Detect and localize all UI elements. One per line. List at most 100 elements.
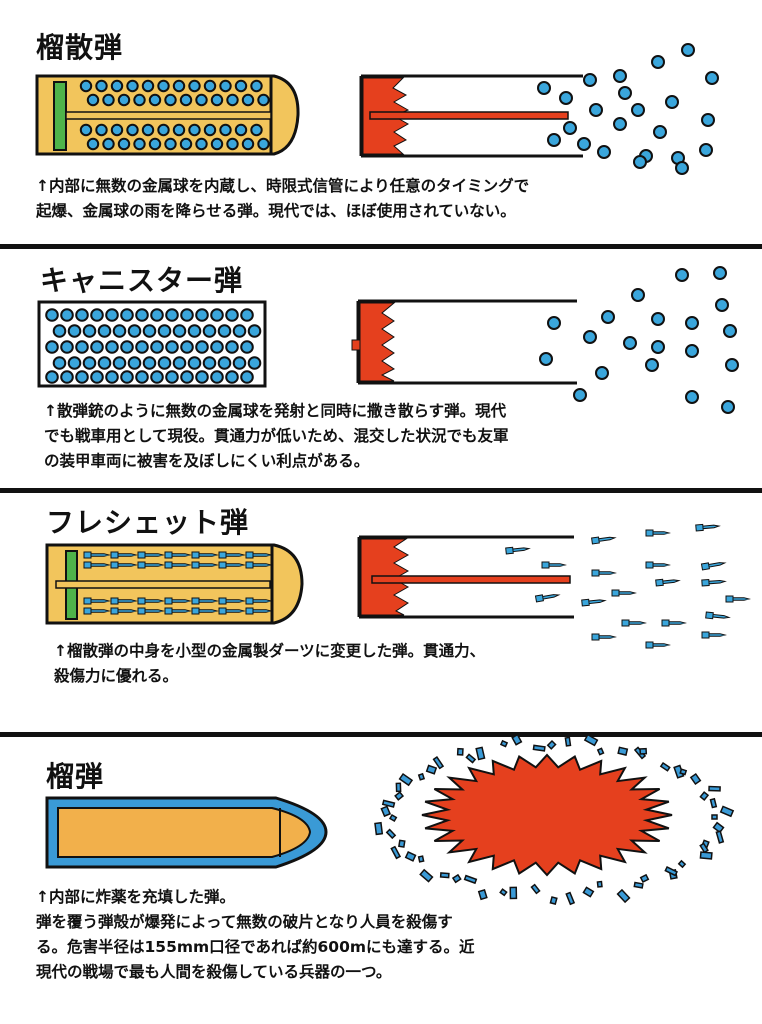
metal-ball	[595, 366, 609, 380]
metal-ball	[225, 370, 239, 384]
metal-ball	[95, 123, 108, 137]
metal-ball	[210, 93, 224, 107]
metal-ball	[217, 356, 232, 370]
metal-ball	[723, 324, 737, 338]
he-explosion-diagram	[374, 733, 735, 906]
metal-ball	[715, 298, 729, 312]
metal-ball	[180, 308, 194, 322]
metal-ball	[583, 73, 597, 87]
metal-ball	[142, 356, 157, 370]
he-shell-diagram	[45, 796, 328, 869]
metal-ball	[631, 103, 645, 117]
metal-ball	[226, 137, 239, 151]
shell-fragment	[633, 881, 644, 889]
flechette-dart	[191, 597, 219, 605]
section-he-shell: 榴弾 ↑内部に炸薬を充填した弾。 弾を覆う弾殻が爆発によって無数の破片となり人員…	[0, 733, 762, 1024]
metal-ball-scatter	[539, 266, 739, 414]
metal-ball	[157, 79, 170, 93]
metal-ball	[97, 324, 112, 338]
shell-fragment	[417, 855, 425, 863]
flechette-dart	[245, 597, 273, 605]
section-canister: キャニスター弾 ↑散弾銃のように無数の金属球を発射と同時に撒き散らす弾。現代 で…	[0, 249, 762, 489]
metal-ball	[135, 308, 149, 322]
metal-ball	[82, 324, 97, 338]
metal-ball	[90, 370, 104, 384]
flechette-dart	[218, 597, 246, 605]
section-description: ↑散弾銃のように無数の金属球を発射と同時に撒き散らす弾。現代 でも戦車用として現…	[44, 402, 509, 470]
shell-fragment	[499, 888, 508, 897]
metal-ball	[675, 161, 689, 175]
metal-ball	[559, 91, 573, 105]
fragment-scatter	[374, 733, 735, 906]
metal-ball	[613, 69, 627, 83]
flechette-dart	[591, 633, 617, 641]
metal-ball	[102, 137, 115, 151]
metal-ball	[725, 358, 739, 372]
flechette-dart	[655, 578, 681, 587]
shell-fragment	[708, 785, 721, 792]
shell-fragment	[583, 733, 599, 747]
shell-fragment	[715, 830, 725, 844]
metal-ball	[675, 268, 689, 282]
metal-ball	[135, 370, 149, 384]
metal-ball	[150, 308, 164, 322]
metal-ball	[226, 93, 239, 107]
shell-fragment	[617, 746, 629, 756]
metal-ball	[188, 79, 201, 93]
shell-fragment	[564, 736, 572, 747]
metal-ball	[179, 93, 193, 107]
flechette-dart	[700, 562, 727, 571]
shell-fragment	[689, 772, 702, 786]
flechette-dart	[83, 551, 111, 559]
flechette-dart	[534, 594, 561, 603]
shell-fragment	[419, 868, 434, 883]
flechette-dart	[621, 619, 647, 627]
metal-ball	[203, 123, 217, 137]
metal-ball	[234, 79, 248, 93]
flechette-dart	[645, 529, 671, 537]
flechette-dart	[695, 523, 721, 532]
metal-ball	[210, 308, 224, 322]
metal-ball	[60, 308, 74, 322]
metal-ball	[232, 324, 247, 338]
metal-ball	[685, 316, 699, 330]
metal-ball	[240, 340, 254, 354]
metal-ball	[150, 340, 164, 354]
metal-ball	[537, 81, 551, 95]
flechette-dart	[110, 551, 138, 559]
metal-ball	[232, 356, 247, 370]
metal-ball	[195, 370, 209, 384]
flechette-dart	[164, 597, 192, 605]
shell-fragment	[530, 883, 541, 895]
metal-ball	[165, 370, 179, 384]
shell-fragment	[451, 873, 462, 884]
flechette-dart	[245, 551, 273, 559]
metal-ball	[713, 266, 727, 280]
dart-scatter	[505, 523, 751, 649]
metal-ball	[97, 356, 112, 370]
flechette-dart	[137, 561, 165, 569]
shell-fragment	[596, 747, 605, 756]
section-description: ↑榴散弾の中身を小型の金属製ダーツに変更した弾。貫通力、 殺傷力に優れる。	[54, 642, 486, 685]
shell-fragment	[477, 888, 488, 901]
flechette-dart	[137, 607, 165, 615]
shell-fragment	[511, 733, 523, 746]
section-divider	[0, 244, 762, 249]
metal-ball	[105, 308, 119, 322]
metal-ball	[257, 137, 270, 151]
flechette-dart	[245, 561, 273, 569]
flechette-dart	[110, 597, 138, 605]
metal-ball	[90, 340, 104, 354]
flechette-dart	[191, 551, 219, 559]
flechette-dart	[137, 597, 165, 605]
metal-ball	[60, 370, 74, 384]
shell-fragment	[456, 747, 464, 756]
metal-ball	[651, 312, 665, 326]
metal-ball	[219, 123, 232, 137]
metal-ball	[633, 155, 647, 169]
metal-ball	[165, 308, 179, 322]
metal-ball	[127, 324, 142, 338]
metal-ball	[86, 137, 100, 151]
metal-ball	[95, 79, 108, 93]
metal-ball	[117, 93, 131, 107]
